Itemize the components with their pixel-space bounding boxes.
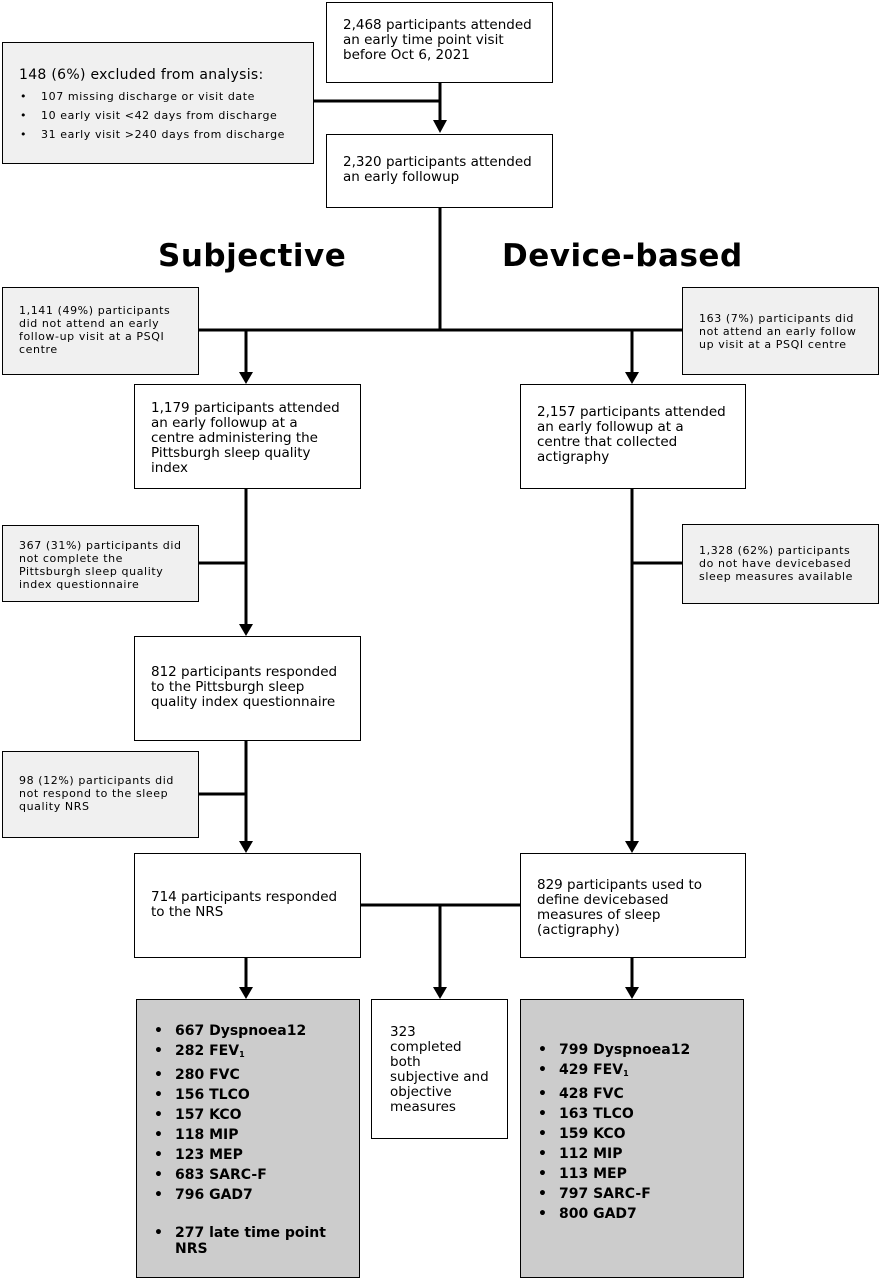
subjective-outcomes-box: 667 Dyspnoea12 282 FEV1 280 FVC 156 TLCO…	[136, 999, 360, 1278]
excluded-list: 107 missing discharge or visit date 10 e…	[3, 87, 313, 144]
outcome-item: 277 late time point NRS	[137, 1225, 359, 1257]
outcome-item: 683 SARC-F	[137, 1165, 359, 1185]
actigraphy-not-attended-box: 163 (7%) participants did not attend an …	[682, 287, 879, 375]
outcome-item: 280 FVC	[137, 1065, 359, 1085]
outcome-item: 156 TLCO	[137, 1085, 359, 1105]
outcome-item: 797 SARC-F	[521, 1184, 743, 1204]
outcome-item: 282 FEV1	[137, 1041, 359, 1065]
outcome-item: 163 TLCO	[521, 1104, 743, 1124]
subjective-heading: Subjective	[158, 238, 347, 274]
outcome-item: 800 GAD7	[521, 1204, 743, 1224]
device-based-heading: Device-based	[502, 238, 743, 274]
outcome-item: 112 MIP	[521, 1144, 743, 1164]
psqi-not-attended-box: 1,141 (49%) participants did not attend …	[2, 287, 199, 375]
nrs-responded-box: 714 participants responded to the NRS	[134, 853, 361, 958]
excluded-item: 10 early visit <42 days from discharge	[3, 106, 313, 125]
outcome-item: 796 GAD7	[137, 1185, 359, 1205]
device-outcomes-list: 799 Dyspnoea12 429 FEV1 428 FVC 163 TLCO…	[521, 1040, 743, 1224]
excluded-item: 107 missing discharge or visit date	[3, 87, 313, 106]
psqi-centre-box: 1,179 participants attended an early fol…	[134, 384, 361, 489]
outcome-item: 123 MEP	[137, 1145, 359, 1165]
outcome-item: 667 Dyspnoea12	[137, 1021, 359, 1041]
psqi-responded-box: 812 participants responded to the Pittsb…	[134, 636, 361, 741]
excluded-box: 148 (6%) excluded from analysis: 107 mis…	[2, 42, 314, 164]
excluded-title: 148 (6%) excluded from analysis:	[19, 67, 264, 83]
no-device-measures-box: 1,328 (62%) participants do not have dev…	[682, 524, 879, 604]
subjective-outcomes-list: 667 Dyspnoea12 282 FEV1 280 FVC 156 TLCO…	[137, 1021, 359, 1257]
outcome-item: 799 Dyspnoea12	[521, 1040, 743, 1060]
actigraphy-used-box: 829 participants used to define deviceba…	[520, 853, 746, 958]
excluded-item: 31 early visit >240 days from discharge	[3, 125, 313, 144]
outcome-item: 429 FEV1	[521, 1060, 743, 1084]
attended-visit-box: 2,468 participants attended an early tim…	[326, 2, 553, 83]
both-completed-box: 323 completed both subjective and object…	[371, 999, 508, 1139]
nrs-not-responded-box: 98 (12%) participants did not respond to…	[2, 751, 199, 838]
outcome-item: 113 MEP	[521, 1164, 743, 1184]
device-outcomes-box: 799 Dyspnoea12 429 FEV1 428 FVC 163 TLCO…	[520, 999, 744, 1278]
actigraphy-centre-box: 2,157 participants attended an early fol…	[520, 384, 746, 489]
outcome-item: 428 FVC	[521, 1084, 743, 1104]
outcome-item: 157 KCO	[137, 1105, 359, 1125]
early-followup-box: 2,320 participants attended an early fol…	[326, 134, 553, 208]
outcome-item: 118 MIP	[137, 1125, 359, 1145]
outcome-item: 159 KCO	[521, 1124, 743, 1144]
psqi-not-completed-box: 367 (31%) participants did not complete …	[2, 525, 199, 602]
